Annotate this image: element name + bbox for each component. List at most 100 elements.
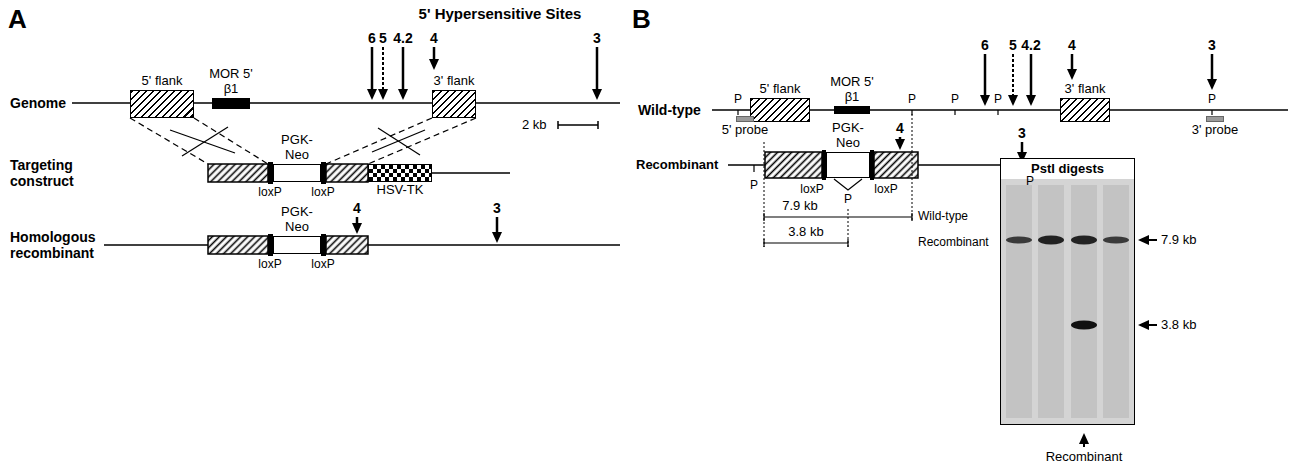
gel-band: [1071, 321, 1097, 330]
flank-box-shape: [432, 90, 476, 118]
probe-box-shape: [736, 116, 754, 122]
gel-ground: [1001, 179, 1134, 424]
size-bracket: [763, 239, 764, 247]
gel-band: [1103, 237, 1129, 244]
site-letter: P: [734, 93, 742, 107]
site-number: 3: [1018, 125, 1026, 141]
panel-letter: B: [632, 5, 651, 35]
row-name: Targeting construct: [10, 157, 100, 189]
site-number: 6: [368, 30, 376, 46]
row-name: Recombinant: [636, 158, 718, 173]
hs-arrow: [1030, 54, 1033, 97]
vector-line: [432, 172, 510, 174]
site-number: 3: [593, 30, 601, 46]
node-label: PGK-Neo: [826, 121, 870, 151]
cut-tick: [737, 110, 738, 115]
flank-box-shape: [1060, 98, 1110, 122]
site-number: 5: [1009, 37, 1017, 53]
hs-arrow: [596, 47, 599, 91]
site-letter: P: [1026, 175, 1034, 189]
scale-bar: [558, 124, 598, 126]
flank-box: [208, 236, 268, 254]
probe-box: 3' probe: [1192, 116, 1239, 138]
node-label: MOR 5' β1: [208, 67, 254, 97]
site-number: 4: [1068, 37, 1076, 53]
row-name: Wild-type: [638, 102, 701, 118]
gene-box-shape: [212, 98, 250, 109]
flank-box-shape: [130, 90, 194, 118]
node-label: 3' flank: [1065, 82, 1106, 97]
guide-line: [848, 209, 849, 247]
band-arrow: [1147, 324, 1157, 326]
cut-tick: [1211, 110, 1212, 115]
fragment-size: 7.9 kb: [782, 199, 817, 214]
hs-arrow: [496, 217, 499, 234]
fragment-name: Recombinant: [918, 236, 989, 250]
neo-cassette-shape: [273, 164, 321, 182]
site-number: 4: [896, 120, 904, 136]
node-label: 5' flank: [142, 74, 183, 89]
site-number: 3: [1208, 37, 1216, 53]
site-letter: P: [844, 193, 852, 207]
flank-box: 3' flank: [1060, 82, 1110, 122]
lane-arrow: [1083, 442, 1085, 447]
lox-label: loxP: [258, 186, 281, 200]
tk-cassette: HSV-TK: [368, 164, 432, 198]
hs-arrow: [899, 137, 902, 141]
gel-band: [1071, 236, 1097, 245]
gene-box: MOR 5' β1: [829, 75, 875, 114]
gel-image: [1001, 179, 1134, 424]
cut-tick: [753, 165, 754, 172]
node-label: MOR 5' β1: [829, 75, 875, 105]
hs-arrow: [1012, 54, 1014, 97]
site-letter: P: [951, 93, 959, 107]
lox-label: loxP: [874, 183, 897, 197]
probe-box-shape: [1206, 116, 1224, 122]
node-label: PGK-Neo: [275, 205, 319, 235]
cut-tick: [954, 110, 955, 115]
site-number: 4: [353, 200, 361, 216]
size-bracket: [764, 216, 912, 217]
node-label: PstI digests: [1031, 159, 1104, 179]
lox-label: loxP: [258, 258, 281, 272]
gel-lane: [1006, 185, 1032, 418]
crossover-mark: [372, 130, 425, 152]
neo-cassette: PGK-Neo: [826, 121, 870, 178]
site-number: 4: [430, 30, 438, 46]
band-arrow: [1147, 239, 1157, 241]
loxp-site: [321, 162, 326, 184]
flank-box: [765, 152, 822, 178]
panel-letter: A: [8, 5, 27, 35]
gel-panel: PstI digests: [1000, 158, 1135, 425]
scale-bar: [597, 121, 599, 129]
gel-lane: [1038, 185, 1064, 418]
probe-box: 5' probe: [722, 116, 769, 138]
hs-arrow: [1211, 54, 1214, 81]
flank-box: 5' flank: [750, 82, 810, 122]
site-number: 4.2: [393, 30, 412, 46]
neo-cassette-shape: [826, 152, 870, 178]
gene-box-shape: [834, 106, 870, 114]
flank-box: [874, 152, 918, 178]
size-bracket: [763, 213, 764, 221]
crossover-line: [130, 118, 208, 164]
flank-box: 5' flank: [130, 74, 194, 118]
neo-cassette: PGK-Neo: [273, 205, 321, 254]
guide-line: [764, 142, 765, 247]
gel-lane: [1103, 185, 1129, 418]
hs-arrow: [1071, 54, 1074, 71]
lox-label: loxP: [800, 183, 823, 197]
fragment-size: 3.8 kb: [788, 225, 823, 240]
hs-arrow: [433, 47, 436, 61]
size-bracket: [764, 242, 848, 243]
hs-arrow: [371, 47, 374, 91]
lox-label: loxP: [311, 186, 334, 200]
site-number: 3: [493, 200, 501, 216]
neo-cassette-shape: [273, 236, 321, 254]
site-letter: P: [1208, 93, 1216, 107]
flank-box: [208, 164, 268, 182]
gel-svg: [1001, 179, 1134, 424]
crossover-line: [368, 118, 476, 164]
lox-label: loxP: [311, 258, 334, 272]
